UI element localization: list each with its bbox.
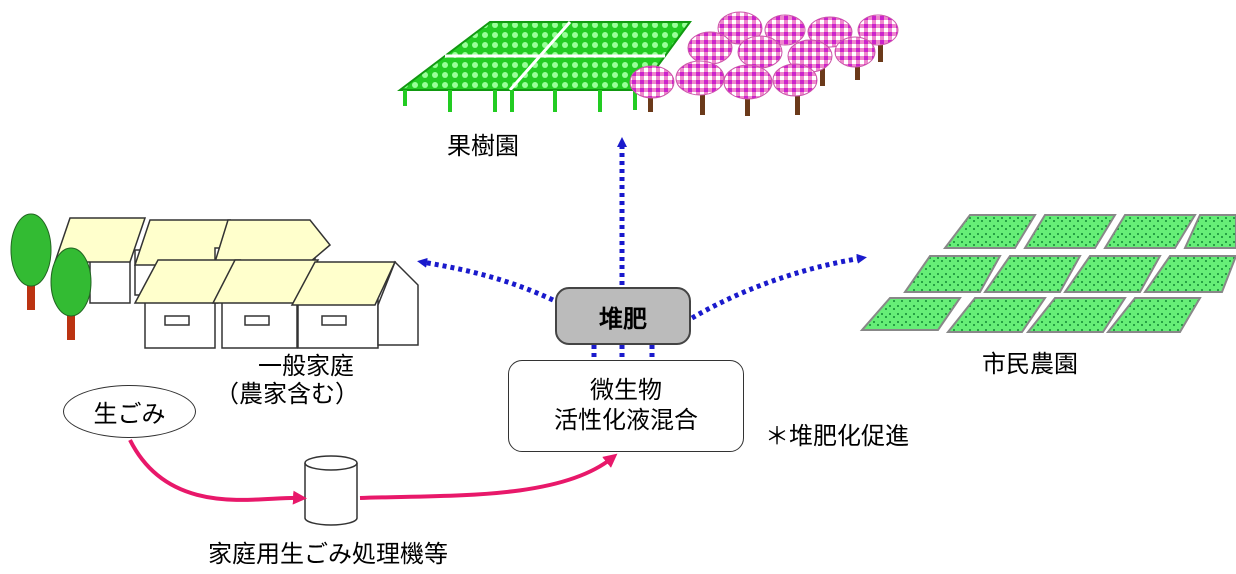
- houses-icon: [53, 217, 419, 349]
- households-label: 一般家庭: [258, 352, 354, 380]
- microbe-node: 微生物 活性化液混合: [508, 360, 744, 452]
- microbe-label-1: 微生物: [590, 376, 662, 404]
- microbe-label-2: 活性化液混合: [554, 406, 698, 434]
- compost-note: ＊堆肥化促進: [765, 422, 909, 450]
- households-sublabel: （農家含む）: [215, 380, 359, 408]
- compost-flow-arrows: [417, 137, 867, 362]
- garbage-node: 生ごみ: [63, 385, 196, 438]
- orchard-label: 果樹園: [447, 132, 519, 160]
- tree-icon: [10, 213, 92, 340]
- compost-label: 堆肥: [599, 304, 647, 333]
- cherry-trees-icon: [629, 11, 899, 116]
- farm-plots-icon: [859, 214, 1236, 333]
- garbage-flow-arrows: [128, 439, 618, 505]
- garbage-label: 生ごみ: [93, 400, 166, 428]
- compost-node: 堆肥: [555, 287, 691, 345]
- civic-farm-label: 市民農園: [982, 350, 1078, 378]
- processor-label: 家庭用生ごみ処理機等: [208, 540, 448, 568]
- processor-bin-icon: [304, 455, 358, 526]
